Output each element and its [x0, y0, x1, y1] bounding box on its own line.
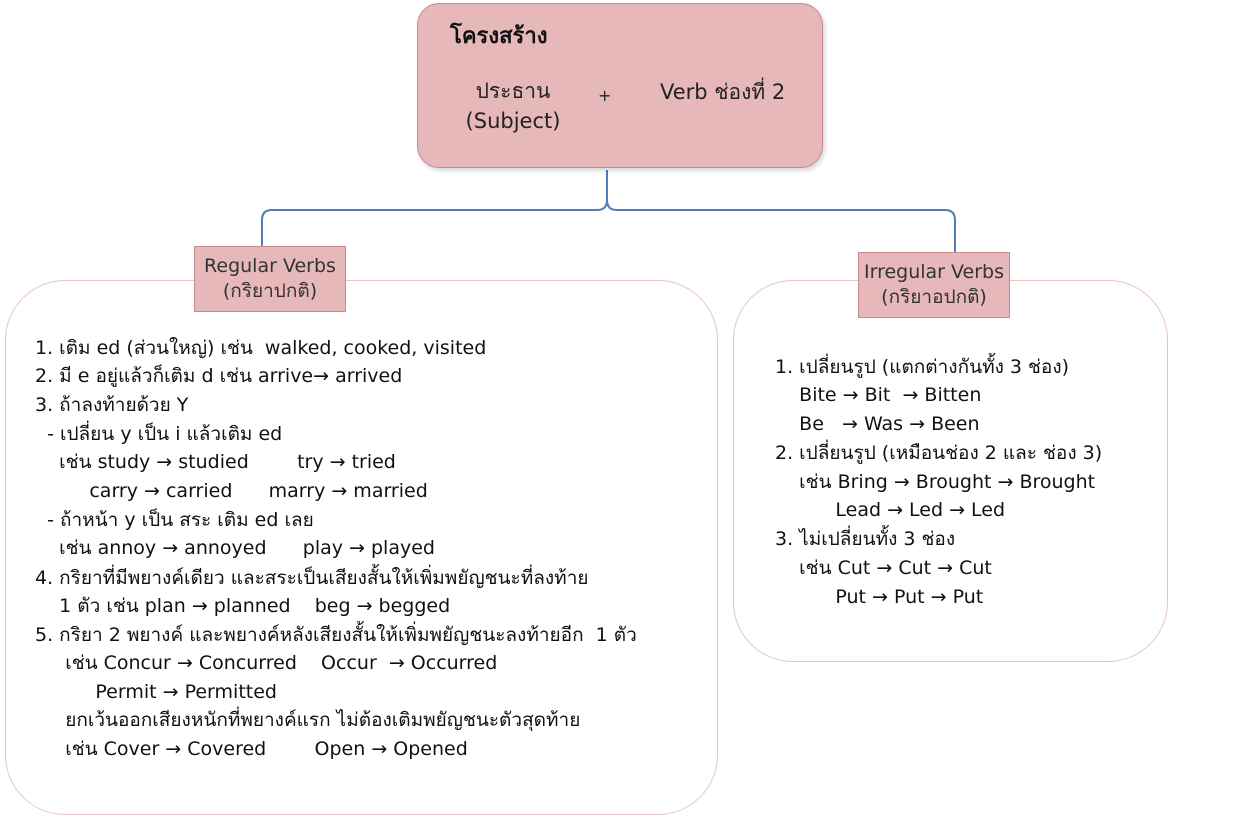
rule-line: 2. มี e อยู่แล้วก็เติม d เช่น arrive→ ar…	[35, 365, 403, 387]
rule-line: 4. กริยาที่มีพยางค์เดียว และสระเป็นเสียง…	[35, 567, 589, 589]
rule-line: 5. กริยา 2 พยางค์ และพยางค์หลังเสียงสั้น…	[35, 624, 637, 646]
subject-thai: ประธาน	[475, 79, 551, 103]
irregular-label-thai: (กริยาอปกติ)	[881, 286, 987, 308]
subject: ประธาน (Subject)	[458, 76, 568, 136]
rule-line: 3. ถ้าลงท้ายด้วย Y	[35, 394, 189, 416]
rule-line: 1 ตัว เช่น plan → planned beg → begged	[35, 595, 451, 617]
subject-english: (Subject)	[465, 109, 561, 133]
rule-line: carry → carried marry → married	[35, 480, 428, 502]
regular-label-thai: (กริยาปกติ)	[222, 280, 318, 302]
rule-line: เช่น Cover → Covered Open → Opened	[35, 738, 468, 760]
plus-sign: +	[598, 86, 612, 105]
regular-verbs-label: Regular Verbs (กริยาปกติ)	[194, 246, 346, 312]
rule-line: - เปลี่ยน y เป็น i แล้วเติม ed	[35, 423, 283, 445]
regular-verbs-panel	[5, 280, 718, 815]
rule-line: ยกเว้นออกเสียงหนักที่พยางค์แรก ไม่ต้องเต…	[35, 709, 581, 731]
rule-line: 1. เติม ed (ส่วนใหญ่) เช่น walked, cooke…	[35, 337, 487, 359]
structure-box: โครงสร้าง ประธาน (Subject) + Verb ช่องที…	[417, 3, 823, 168]
rule-line: 1. เปลี่ยนรูป (แตกต่างกันทั้ง 3 ช่อง)	[775, 356, 1070, 378]
regular-label-english: Regular Verbs	[204, 255, 336, 277]
rule-line: 3. ไม่เปลี่ยนทั้ง 3 ช่อง	[775, 528, 956, 550]
verb-label: Verb ช่องที่ 2	[660, 80, 786, 104]
irregular-label-english: Irregular Verbs	[863, 261, 1005, 283]
rule-line: Be → Was → Been	[775, 413, 980, 435]
rule-line: Lead → Led → Led	[775, 499, 1006, 521]
rule-line: เช่น study → studied try → tried	[35, 451, 396, 473]
rule-line: เช่น Bring → Brought → Brought	[775, 471, 1096, 493]
rule-line: เช่น Concur → Concurred Occur → Occurred	[35, 652, 498, 674]
irregular-verbs-panel	[733, 280, 1168, 662]
irregular-verbs-label: Irregular Verbs (กริยาอปกติ)	[858, 252, 1010, 318]
rule-line: 2. เปลี่ยนรูป (เหมือนช่อง 2 และ ช่อง 3)	[775, 442, 1103, 464]
rule-line: เช่น annoy → annoyed play → played	[35, 537, 435, 559]
rule-line: Put → Put → Put	[775, 586, 984, 608]
rule-line: เช่น Cut → Cut → Cut	[775, 557, 992, 579]
structure-title: โครงสร้าง	[450, 24, 548, 49]
rule-line: Permit → Permitted	[35, 681, 277, 703]
rule-line: Bite → Bit → Bitten	[775, 384, 982, 406]
rule-line: - ถ้าหน้า y เป็น สระ เติม ed เลย	[35, 509, 314, 531]
